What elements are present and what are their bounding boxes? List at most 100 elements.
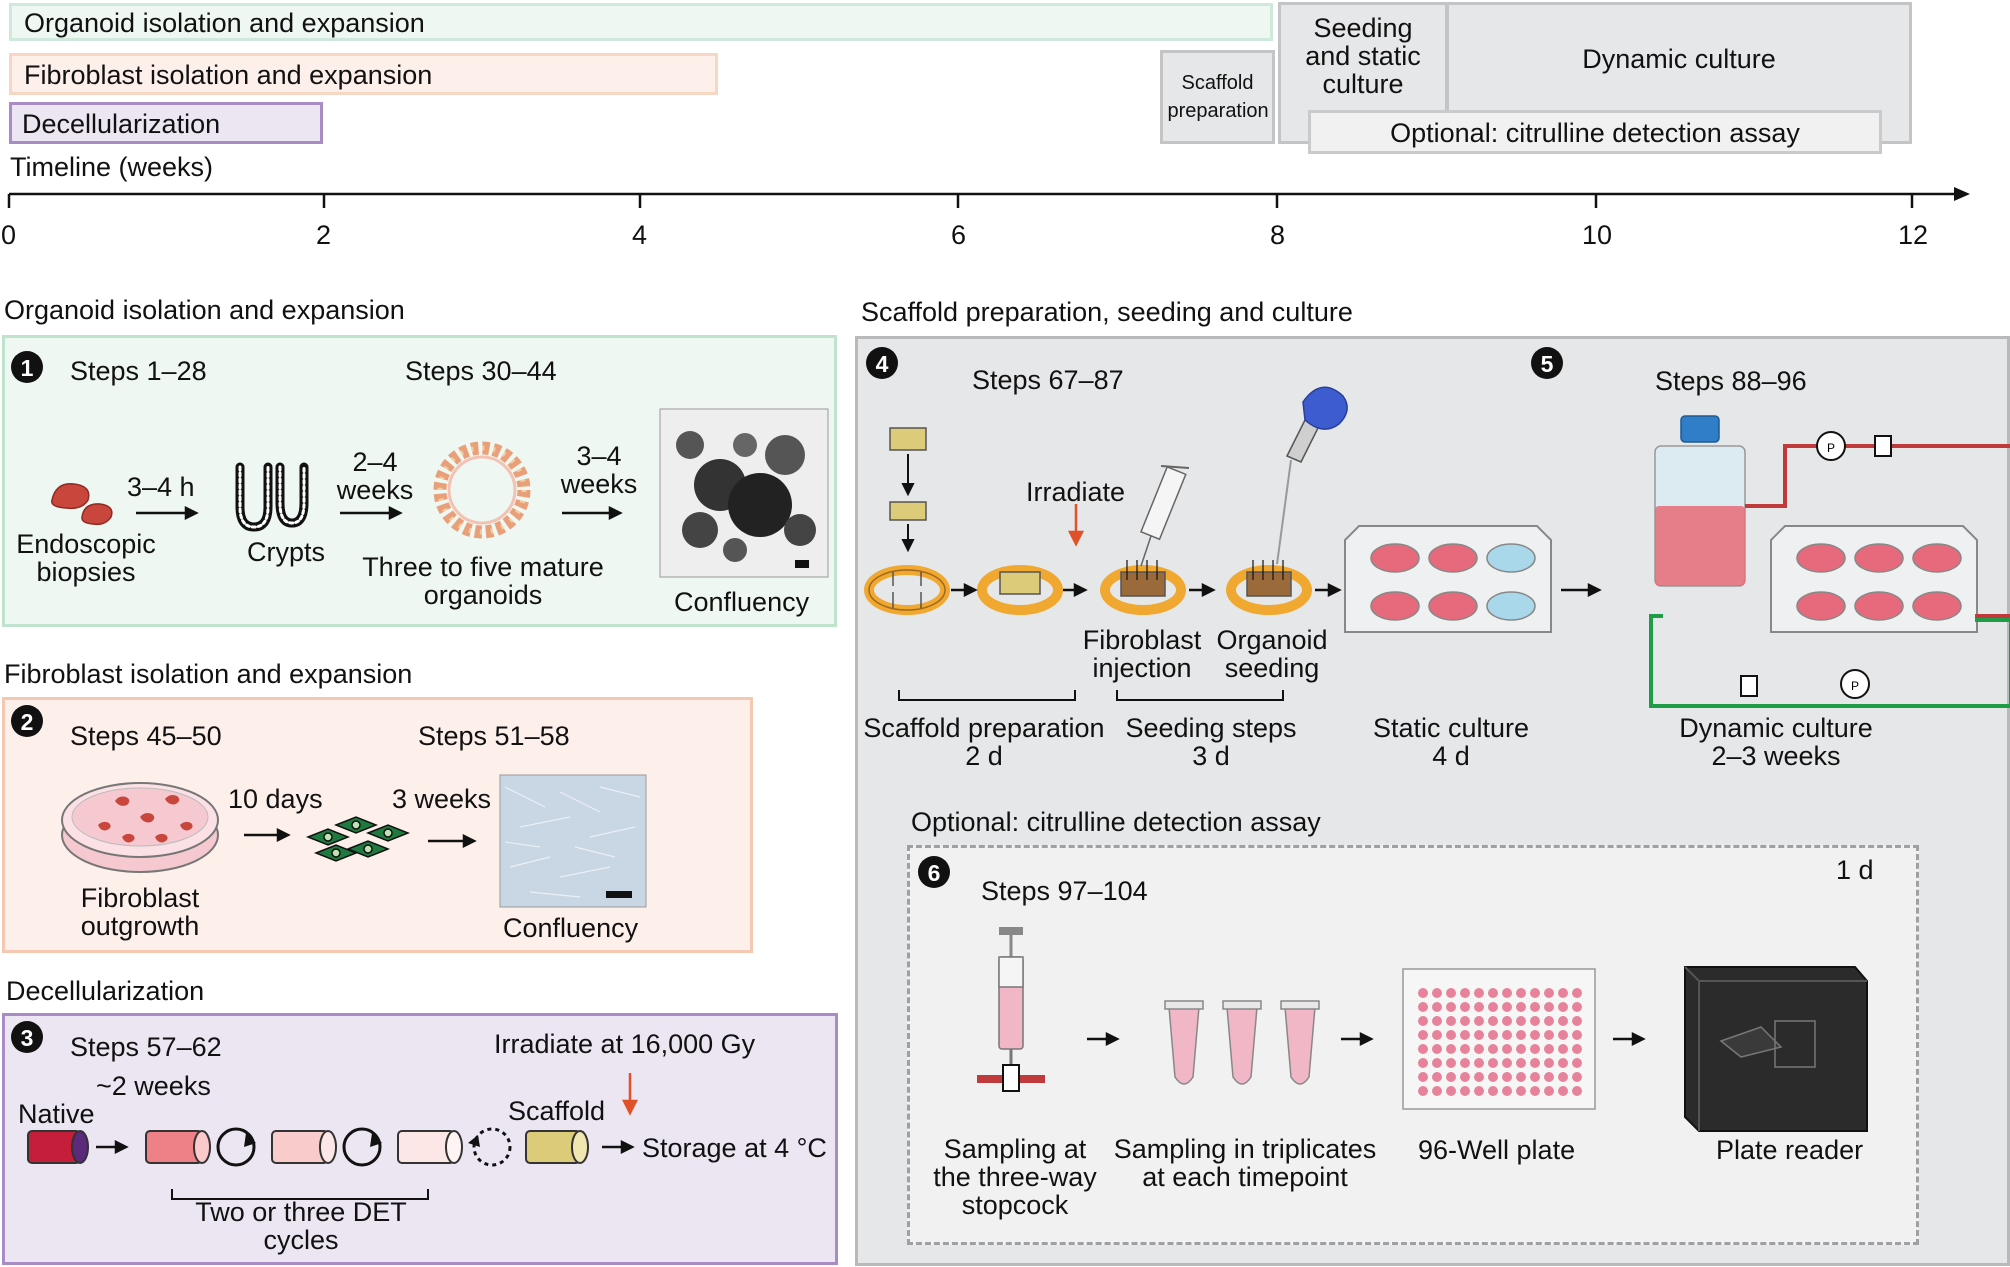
decell-cycle-icon-1 [216,1127,256,1167]
timeline-bar-fibroblast-label: Fibroblast isolation and expansion [24,60,433,90]
decell-cycle-icon-2 [342,1127,382,1167]
timeline-bar-decell-label: Decellularization [22,109,221,139]
timeline-bar-dynamic-label: Dynamic culture [1582,44,1776,74]
decell-irradiate: Irradiate at 16,000 Gy [494,1029,756,1059]
confluency-micrograph-organoids [659,408,829,578]
dynamic-culture-plate-icon [1770,525,1978,633]
svg-text:4: 4 [876,351,889,377]
timeline-bar-decell: Decellularization [9,102,323,144]
panel-decell-title: Decellularization [6,976,205,1006]
irradiate-arrow-scaffold [1067,504,1085,547]
scaffold-irradiate: Irradiate [1026,477,1126,507]
organoid-time-3: 3–4 weeks [560,441,638,499]
fibroblast-steps-a: Steps 45–50 [70,721,222,751]
tick-label-8: 8 [1270,220,1286,250]
decell-native: Native [18,1099,95,1129]
biopsy-icon [51,483,113,526]
svg-text:2: 2 [21,709,34,735]
panel-fibroblast-title: Fibroblast isolation and expansion [4,659,413,689]
scaffold-steps-5: Steps 88–96 [1655,366,1807,396]
timeline-bar-seeding-label: Seeding and static culture [1305,13,1421,99]
timeline-bar-optional: Optional: citrulline detection assay [1308,110,1882,154]
pressure-gauge-icon-1: P [1816,431,1846,461]
step-number-badge-2 [11,705,43,737]
fibroblast-steps-b: Steps 51–58 [418,721,570,751]
panel-fibroblast-art: 2 [11,705,647,908]
timeline-bar-fibroblast: Fibroblast isolation and expansion [9,53,718,95]
label-seeding-steps-title: Seeding steps [1125,713,1297,743]
decell-tube-1 [145,1130,211,1164]
svg-text:3: 3 [21,1025,34,1051]
label-scaffold-prep-title: Scaffold preparation [863,713,1105,743]
fibroblast-time-2: 3 weeks [392,784,492,814]
panel-scaffold-art: 4 5 [864,347,2010,708]
label-96-well-plate: 96-Well plate [1418,1135,1576,1165]
perfusion-tubing-green [1649,614,2010,708]
timeline-bar-organoid-label: Organoid isolation and expansion [24,8,425,38]
label-crypts: Crypts [247,537,326,567]
timeline-bar-scaffold-label: Scaffold preparation [1167,72,1269,122]
tick-label-4: 4 [632,220,648,250]
petri-dish-icon [61,782,219,873]
scaffold-ring-2 [977,565,1063,615]
decell-duration: ~2 weeks [96,1071,211,1101]
svg-text:P: P [1827,441,1835,455]
pressure-gauge-icon-2: P [1840,669,1870,699]
scaffold-piece-icon [889,427,927,521]
step-number-badge-4 [866,347,898,379]
label-seeding-steps-duration: 3 d [1192,741,1230,771]
organoid-icon [433,441,531,539]
irradiate-arrow [621,1073,639,1116]
triplicate-tubes-icon [1164,1000,1320,1085]
decell-steps: Steps 57–62 [70,1032,222,1062]
step-number-badge-1 [11,351,43,383]
timeline-label: Timeline (weeks) [10,152,214,182]
svg-text:P: P [1851,679,1859,693]
timeline-bar-scaffold: Scaffold preparation [1160,50,1275,144]
stopcock-icon [1740,435,1892,697]
tick-label-2: 2 [316,220,332,250]
panel-decell-art: 3 [11,1021,639,1200]
phase-brackets [898,690,1284,701]
label-confluency-fibroblasts: Confluency [503,913,639,943]
step-number-badge-6 [918,856,950,888]
label-dynamic-culture-duration: 2–3 weeks [1711,741,1841,771]
syringe-icon [1140,465,1190,567]
confluency-micrograph-fibroblasts [499,774,647,908]
organoid-time-2: 2–4 weeks [336,447,414,505]
svg-text:5: 5 [1541,351,1554,377]
scaffold-ring-4 [1226,560,1312,615]
decell-scaffold: Scaffold [508,1096,606,1126]
fibroblast-time-1: 10 days [228,784,323,814]
label-sampling-triplicates: Sampling in triplicates at each timepoin… [1113,1134,1377,1192]
decell-cycles: Two or three DET cycles [195,1197,407,1255]
step-number-badge-3 [11,1021,43,1053]
label-fibroblast-injection: Fibroblast injection [1082,625,1202,683]
scaffold-ring-3 [1100,560,1186,615]
organoid-time-1: 3–4 h [127,472,195,502]
native-tissue-tube-icon [27,1130,89,1164]
panel-scaffold-title: Scaffold preparation, seeding and cultur… [861,297,1353,327]
label-organoid-seeding: Organoid seeding [1216,625,1328,683]
panel-assay-title: Optional: citrulline detection assay [911,807,1321,837]
organoid-steps-a: Steps 1–28 [70,356,207,386]
timeline-axis [7,187,1970,208]
decell-storage: Storage at 4 °C [642,1133,827,1163]
label-static-culture-duration: 4 d [1432,741,1470,771]
det-cycles-bracket [171,1189,429,1200]
label-organoids: Three to five mature organoids [362,552,604,610]
tick-label-0: 0 [1,220,17,250]
fibroblast-cells-icon [305,816,411,862]
crypts-icon [235,462,309,532]
label-sampling-stopcock: Sampling at the three-way stopcock [933,1134,1097,1220]
decell-tube-3 [397,1130,463,1164]
organoid-steps-b: Steps 30–44 [405,356,557,386]
tick-label-12: 12 [1898,220,1929,250]
assay-steps: Steps 97–104 [981,876,1148,906]
label-scaffold-prep-duration: 2 d [965,741,1003,771]
assay-duration: 1 d [1836,855,1874,885]
reservoir-bottle-icon [1654,415,1746,587]
decell-cycle-arrowhead-3 [468,1135,480,1147]
step-number-badge-5 [1531,347,1563,379]
panel-organoid-title: Organoid isolation and expansion [4,295,405,325]
